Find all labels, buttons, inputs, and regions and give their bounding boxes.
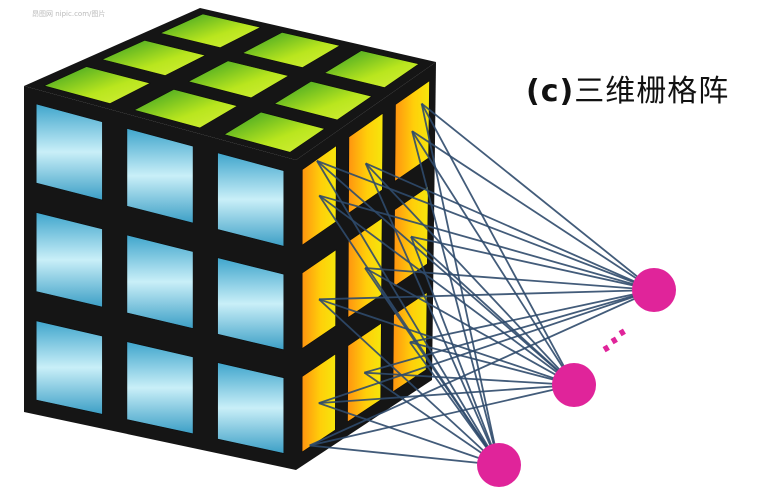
top-cell-2-2 <box>224 111 325 153</box>
ellipsis-dot <box>618 328 626 337</box>
node-middle <box>552 363 596 407</box>
top-cell-0-2 <box>324 50 420 88</box>
top-cell-0-1 <box>242 31 341 68</box>
connection-line <box>365 162 655 291</box>
connection-line <box>365 162 575 386</box>
connection-line <box>421 102 655 291</box>
connection-line <box>318 289 655 301</box>
node-bottom <box>477 443 521 487</box>
front-cell-0-2 <box>217 152 285 247</box>
caption-label: (c) <box>526 74 575 109</box>
front-cell-0-0 <box>35 103 103 201</box>
connection-line <box>364 267 655 291</box>
front-cell-1-0 <box>35 212 103 308</box>
connection-line <box>420 103 575 386</box>
connection-line <box>411 130 500 466</box>
connection-line <box>318 289 655 404</box>
connection-line <box>411 130 575 386</box>
connection-line <box>318 384 575 405</box>
connection-line <box>364 162 500 466</box>
connection-line <box>309 289 655 447</box>
figure-caption: (c)三维栅格阵 <box>526 66 729 110</box>
top-cell-1-2 <box>274 81 373 121</box>
connection-line <box>410 235 655 291</box>
ellipsis-dot <box>602 344 610 353</box>
top-cell-1-1 <box>188 60 289 99</box>
ellipsis-dots <box>602 328 626 353</box>
connection-line <box>409 289 655 344</box>
connection-line <box>318 194 575 386</box>
connection-line <box>316 160 575 386</box>
connection-line <box>318 298 500 466</box>
cube <box>24 8 436 470</box>
front-cell-0-1 <box>126 128 194 224</box>
connection-lines <box>309 102 655 466</box>
connection-line <box>364 289 655 374</box>
connection-line <box>364 267 500 466</box>
connection-line <box>309 444 500 466</box>
connection-line <box>409 341 500 466</box>
node-top <box>632 268 676 312</box>
ellipsis-dot <box>610 336 618 345</box>
top-cell-0-0 <box>160 13 261 49</box>
front-cell-2-2 <box>217 362 285 454</box>
connection-line <box>316 160 500 466</box>
watermark: 昂图网 nipic.com/图片 <box>32 10 106 18</box>
top-cell-2-0 <box>43 66 151 104</box>
top-cell-1-0 <box>101 39 206 76</box>
connection-line <box>410 236 500 466</box>
connection-line <box>309 384 575 447</box>
connection-line <box>364 371 575 386</box>
top-cell-2-1 <box>133 89 238 129</box>
neuron-nodes <box>477 268 676 487</box>
connection-line <box>411 130 655 291</box>
front-cell-1-2 <box>217 257 285 351</box>
connection-line <box>316 160 655 291</box>
caption-text: 三维栅格阵 <box>574 74 730 109</box>
front-cell-1-1 <box>126 234 194 329</box>
connection-line <box>318 298 575 386</box>
connection-line <box>420 103 500 466</box>
front-cell-2-1 <box>126 341 194 435</box>
connection-line <box>363 371 500 466</box>
front-cell-2-0 <box>35 320 103 415</box>
connection-line <box>318 402 500 466</box>
